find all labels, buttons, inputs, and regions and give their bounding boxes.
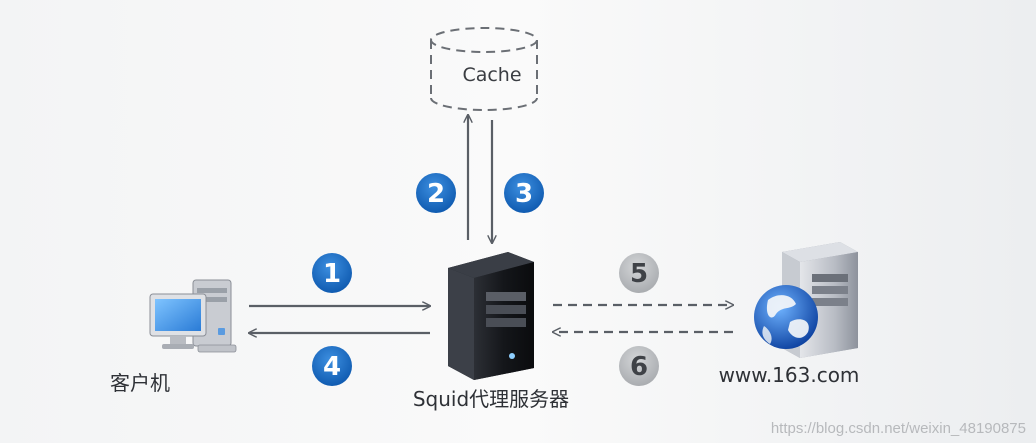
step-badge-6: 6: [619, 346, 659, 386]
desktop-computer-icon: [149, 279, 237, 353]
watermark-text: https://blog.csdn.net/weixin_48190875: [771, 420, 1026, 437]
step-number: 1: [323, 259, 341, 289]
web-server-node: www.163.com: [719, 242, 860, 387]
database-icon: [430, 27, 538, 111]
proxy-node: Squid代理服务器: [413, 252, 569, 411]
client-node: 客户机: [110, 279, 237, 395]
web-server-label: www.163.com: [719, 363, 860, 387]
step-number: 4: [323, 352, 341, 382]
step-number: 5: [630, 259, 648, 289]
cache-label: Cache: [462, 64, 521, 86]
server-tower-icon: [448, 252, 534, 380]
step-number: 6: [630, 352, 648, 382]
step-badge-2: 2: [416, 173, 456, 213]
step-badge-1: 1: [312, 253, 352, 293]
step-number: 2: [427, 179, 445, 209]
proxy-label: Squid代理服务器: [413, 387, 569, 411]
step-badge-3: 3: [504, 173, 544, 213]
globe-icon: [754, 285, 818, 349]
step-number: 3: [515, 179, 533, 209]
client-label: 客户机: [110, 371, 170, 395]
step-badge-5: 5: [619, 253, 659, 293]
step-badge-4: 4: [312, 346, 352, 386]
cache-node: Cache: [430, 27, 538, 111]
